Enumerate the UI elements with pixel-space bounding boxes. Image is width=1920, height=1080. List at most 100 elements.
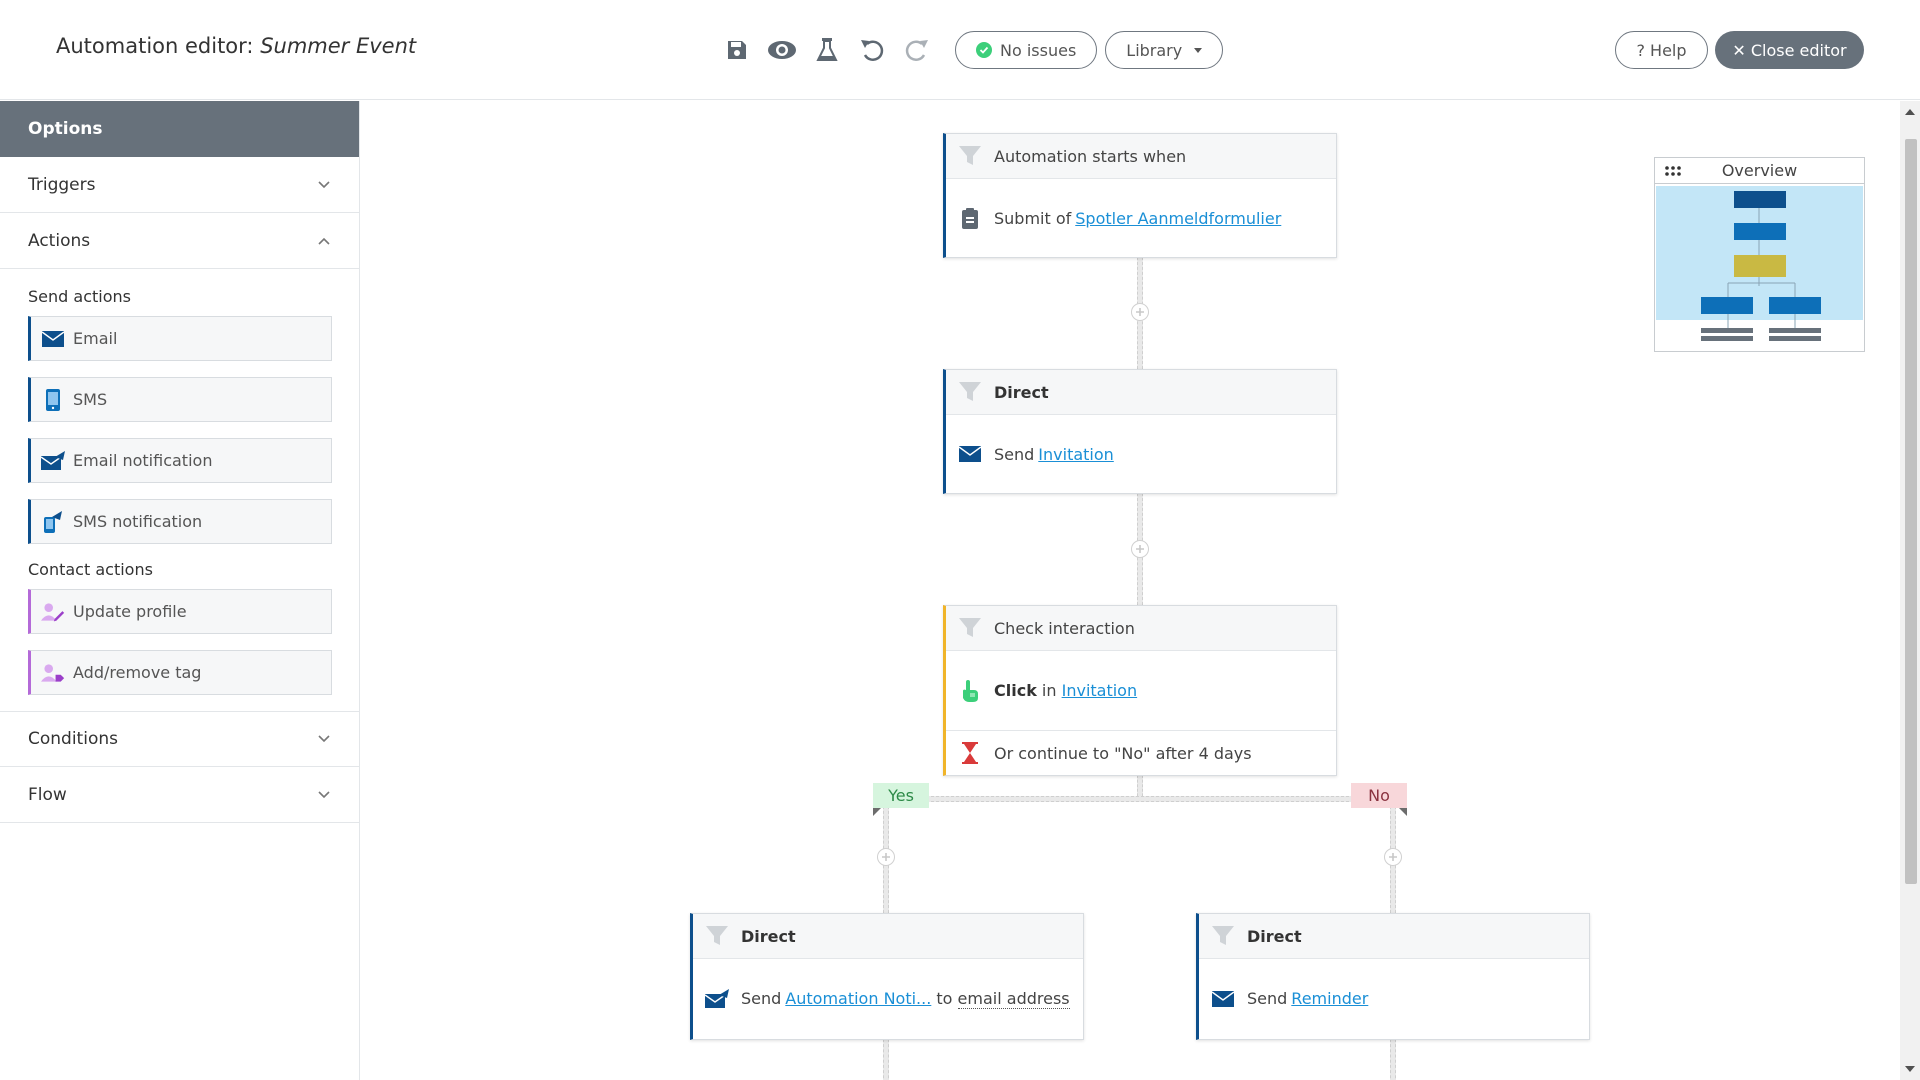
form-clipboard-icon [958, 206, 982, 230]
direct-node-yes[interactable]: Direct Send Automation Noti... to email … [690, 913, 1084, 1040]
accordion-label: Flow [28, 784, 67, 805]
canvas-scrollbar[interactable] [1900, 101, 1920, 1080]
options-header: Options [0, 101, 359, 157]
action-label: Email notification [73, 451, 213, 470]
action-email[interactable]: Email [28, 316, 332, 361]
row-text: Send [994, 444, 1035, 464]
node-row: Send Invitation [946, 415, 1336, 493]
node-row: Submit of Spotler Aanmeldformulier [946, 179, 1336, 257]
action-add-remove-tag[interactable]: Add/remove tag [28, 650, 332, 695]
scroll-up-icon[interactable] [1905, 109, 1915, 115]
undo-icon[interactable] [857, 35, 887, 65]
send-actions-heading: Send actions [28, 287, 131, 306]
node-title: Direct [994, 382, 1049, 402]
issues-status-button[interactable]: No issues [955, 31, 1098, 69]
action-label: Add/remove tag [73, 663, 202, 682]
close-editor-button[interactable]: ✕ Close editor [1715, 31, 1864, 69]
node-header: Check interaction [946, 606, 1336, 651]
form-link[interactable]: Spotler Aanmeldformulier [1075, 208, 1282, 228]
accordion-conditions[interactable]: Conditions [0, 711, 359, 767]
notification-link[interactable]: Automation Noti... [785, 989, 932, 1008]
row-text: to [931, 989, 958, 1008]
page-title: Automation editor: Summer Event [56, 34, 416, 58]
connector-line [883, 1039, 889, 1080]
direct-node-no[interactable]: Direct Send Reminder [1196, 913, 1590, 1040]
action-label: SMS notification [73, 512, 203, 531]
funnel-icon [959, 618, 981, 637]
toolbar: No issues Library [722, 30, 1224, 70]
user-tag-icon [41, 662, 65, 684]
direct-node[interactable]: Direct Send Invitation [943, 369, 1337, 494]
email-link[interactable]: Invitation [1038, 444, 1114, 464]
yes-branch-label: Yes [873, 783, 929, 808]
action-label: SMS [73, 390, 108, 409]
add-step-icon[interactable] [1384, 848, 1402, 866]
email-link[interactable]: Reminder [1291, 989, 1369, 1008]
email-notification-icon [705, 987, 729, 1011]
timeout-text: Or continue to "No" after 4 days [994, 743, 1252, 763]
scroll-thumb[interactable] [1905, 139, 1917, 884]
accordion-actions[interactable]: Actions [0, 213, 359, 269]
chevron-down-icon [318, 735, 330, 743]
accordion-flow[interactable]: Flow [0, 767, 359, 823]
phone-icon [41, 388, 65, 411]
preview-eye-icon[interactable] [767, 35, 797, 65]
email-notification-icon [41, 450, 65, 472]
row-text: in [1036, 681, 1062, 700]
no-corner [1399, 808, 1407, 816]
add-step-icon[interactable] [877, 848, 895, 866]
no-branch-label: No [1351, 783, 1407, 808]
flow-canvas[interactable]: Automation starts when Submit of Spotler… [361, 101, 1901, 1080]
row-text: Submit of [994, 208, 1072, 228]
accordion-triggers[interactable]: Triggers [0, 157, 359, 213]
redo-icon[interactable] [902, 35, 932, 65]
library-dropdown[interactable]: Library [1105, 31, 1224, 69]
action-sms-notification[interactable]: SMS notification [28, 499, 332, 544]
overview-label: Overview [1721, 161, 1798, 180]
row-text: Send [1247, 989, 1288, 1008]
node-title: Direct [1247, 926, 1302, 946]
node-row: Or continue to "No" after 4 days [946, 730, 1336, 775]
action-sms[interactable]: SMS [28, 377, 332, 422]
email-link[interactable]: Invitation [1061, 681, 1138, 700]
overview-diagram [1656, 186, 1863, 341]
scroll-down-icon[interactable] [1905, 1066, 1915, 1072]
row-bold-text: Click [994, 681, 1037, 700]
yes-corner [873, 808, 881, 816]
branch-line [886, 796, 1394, 802]
row-text: Send [741, 989, 782, 1008]
add-step-icon[interactable] [1131, 303, 1149, 321]
node-header: Automation starts when [946, 134, 1336, 179]
chevron-up-icon [318, 237, 330, 245]
accordion-label: Triggers [28, 174, 96, 195]
check-interaction-node[interactable]: Check interaction Click in Invitation Or… [943, 605, 1337, 776]
chevron-down-icon [318, 180, 330, 188]
connector-line [1390, 1039, 1396, 1080]
connector-line [1137, 775, 1143, 801]
node-title: Check interaction [994, 618, 1135, 638]
test-flask-icon[interactable] [812, 35, 842, 65]
click-hand-icon [958, 679, 982, 703]
options-sidebar: Options Triggers Actions Send actions Em… [0, 101, 360, 1080]
check-circle-icon [976, 42, 992, 58]
envelope-icon [41, 328, 65, 350]
funnel-icon [959, 382, 981, 401]
add-step-icon[interactable] [1131, 540, 1149, 558]
funnel-icon [1212, 926, 1234, 945]
sms-notification-icon [41, 510, 65, 533]
email-address-field[interactable]: email address [957, 988, 1070, 1009]
node-title: Automation starts when [994, 146, 1187, 166]
overview-minimap[interactable]: Overview [1654, 157, 1865, 352]
trigger-node[interactable]: Automation starts when Submit of Spotler… [943, 133, 1337, 258]
action-update-profile[interactable]: Update profile [28, 589, 332, 634]
library-label: Library [1126, 40, 1183, 60]
accordion-label: Actions [28, 230, 91, 251]
action-email-notification[interactable]: Email notification [28, 438, 332, 483]
user-edit-icon [41, 601, 65, 623]
contact-actions-heading: Contact actions [28, 560, 153, 579]
overview-header: Overview [1655, 158, 1864, 184]
funnel-icon [959, 146, 981, 165]
save-icon[interactable] [722, 35, 752, 65]
help-button[interactable]: ? Help [1615, 31, 1708, 69]
node-row: Send Reminder [1199, 959, 1589, 1038]
